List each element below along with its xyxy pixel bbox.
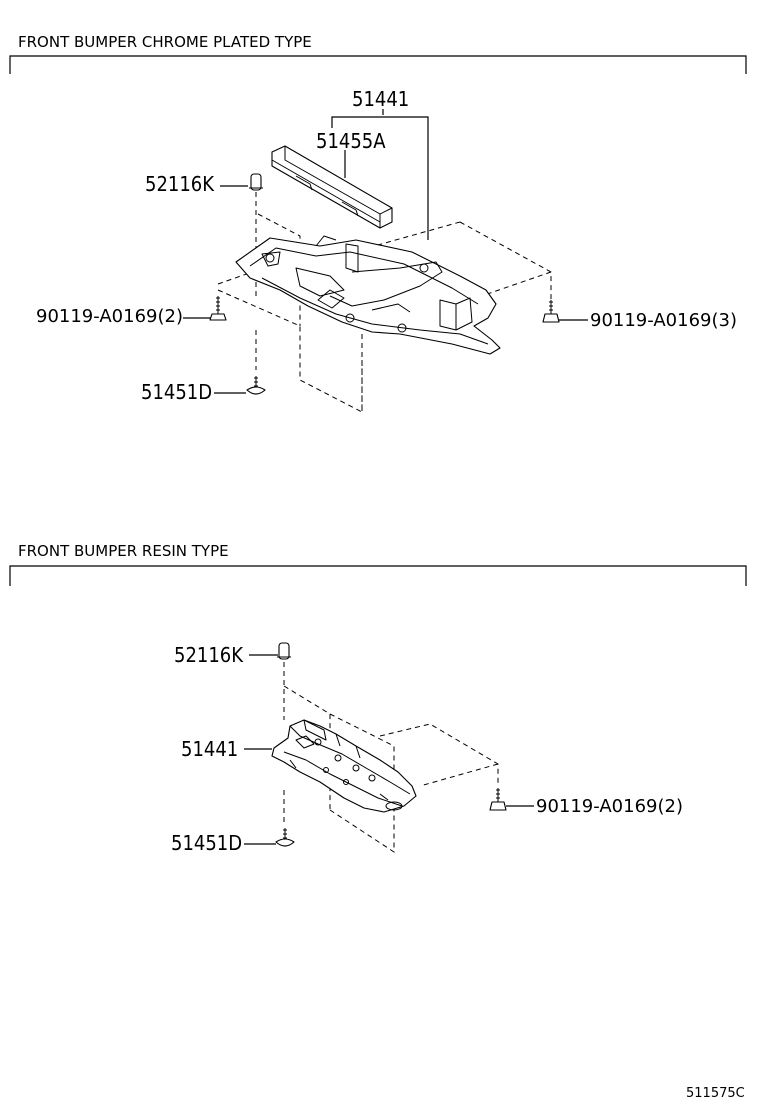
callout-52116k-chrome[interactable]: 52116K bbox=[145, 172, 215, 196]
reinforcement-51455a bbox=[271, 145, 393, 229]
bolt-90119-resin bbox=[489, 788, 507, 811]
callout-90119-right-chrome[interactable]: 90119-A0169(3) bbox=[590, 310, 737, 331]
section-chrome-plated: FRONT BUMPER CHROME PLATED TYPE 51441 51… bbox=[9, 33, 747, 413]
callout-51451d-chrome[interactable]: 51451D bbox=[141, 380, 212, 404]
section-bracket-resin bbox=[9, 565, 747, 586]
clip-52116k-resin bbox=[277, 642, 291, 660]
section-title-resin: FRONT BUMPER RESIN TYPE bbox=[18, 542, 229, 560]
leader-51441-chrome bbox=[331, 116, 429, 240]
callout-90119-right-resin[interactable]: 90119-A0169(2) bbox=[536, 796, 683, 817]
callout-51451d-resin[interactable]: 51451D bbox=[171, 831, 242, 855]
dashed-guides-chrome bbox=[217, 192, 552, 413]
callout-51455a[interactable]: 51455A bbox=[316, 129, 386, 153]
section-resin: FRONT BUMPER RESIN TYPE 52116K 51441 901… bbox=[9, 542, 747, 855]
figure-code: 511575C bbox=[686, 1086, 745, 1101]
bolt-90119-left-chrome bbox=[209, 296, 227, 321]
panel-51441-resin bbox=[271, 719, 417, 813]
section-title-chrome: FRONT BUMPER CHROME PLATED TYPE bbox=[18, 33, 312, 51]
panel-51441-chrome bbox=[235, 235, 501, 355]
bolt-90119-right-chrome bbox=[542, 300, 560, 323]
callout-51441-chrome[interactable]: 51441 bbox=[352, 87, 409, 111]
callout-52116k-resin[interactable]: 52116K bbox=[174, 643, 244, 667]
callout-90119-left-chrome[interactable]: 90119-A0169(2) bbox=[36, 306, 183, 327]
clip-52116k-chrome bbox=[249, 173, 263, 191]
section-bracket-chrome bbox=[9, 55, 747, 74]
screw-51451d-chrome bbox=[246, 376, 266, 395]
callout-51441-resin[interactable]: 51441 bbox=[181, 737, 238, 761]
screw-51451d-resin bbox=[275, 828, 295, 847]
